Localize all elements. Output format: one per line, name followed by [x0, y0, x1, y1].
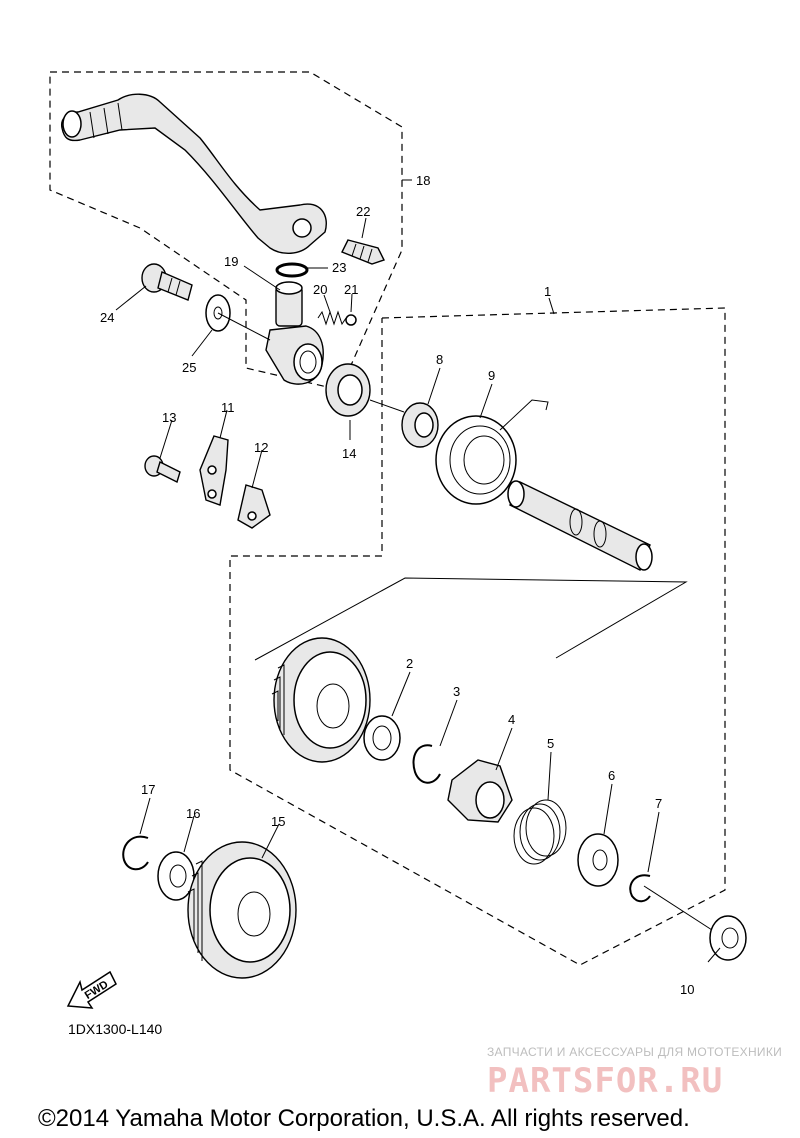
circlip-7: [629, 874, 651, 903]
callout-labels: 1 2 3 4 5 6 7 8 9 10 11 12 13 14 15 16 1…: [100, 173, 694, 997]
ball-21: [345, 314, 357, 326]
boundary-kick-crank-assembly: [49, 71, 403, 391]
watermark-brand: PARTSFOR.RU: [487, 1061, 723, 1101]
callout-14: 14: [342, 446, 356, 461]
kick-gear: [271, 637, 371, 763]
kick-axle-1: [507, 480, 653, 571]
callout-11: 11: [221, 400, 235, 415]
callout-21: 21: [344, 282, 358, 297]
callout-20: 20: [313, 282, 327, 297]
callout-16: 16: [186, 806, 200, 821]
copyright-notice: ©2014 Yamaha Motor Corporation, U.S.A. A…: [38, 1105, 690, 1132]
stopper-11: [199, 435, 229, 506]
boundary-ratchet-plane: [254, 577, 688, 661]
leader-lines: [115, 179, 721, 963]
oil-seal-14: [325, 363, 371, 417]
callout-23: 23: [332, 260, 346, 275]
ratchet-4: [447, 759, 513, 823]
callout-19: 19: [224, 254, 238, 269]
watermark: ЗАПЧАСТИ И АКСЕССУАРЫ ДЛЯ МОТОТЕХНИКИ PA…: [487, 1045, 782, 1101]
fwd-arrow: FWD: [66, 970, 117, 1009]
callout-15: 15: [271, 814, 285, 829]
callout-17: 17: [141, 782, 155, 797]
callout-24: 24: [100, 310, 114, 325]
bolt-24: [141, 263, 193, 301]
circlip-17: [122, 835, 149, 871]
spring-guide-8: [401, 402, 439, 448]
callout-10: 10: [680, 982, 694, 997]
kick-boss-19: [265, 281, 324, 385]
callout-8: 8: [436, 352, 443, 367]
washer-2: [363, 715, 401, 761]
callout-2: 2: [406, 656, 413, 671]
washer-16: [157, 851, 195, 901]
washer-6: [577, 833, 619, 887]
kick-crank: [61, 93, 327, 254]
callout-18: 18: [416, 173, 430, 188]
o-ring-23: [275, 262, 309, 278]
callout-9: 9: [488, 368, 495, 383]
spring-20: [317, 310, 347, 326]
callout-5: 5: [547, 736, 554, 751]
callout-12: 12: [254, 440, 268, 455]
bolt-22: [341, 239, 385, 265]
assembly-boundaries: [49, 71, 726, 966]
diagram-code: 1DX1300-L140: [68, 1021, 162, 1037]
callout-7: 7: [655, 796, 662, 811]
plate-12: [237, 484, 271, 529]
callout-13: 13: [162, 410, 176, 425]
assembly-axes: [217, 312, 713, 931]
circlip-3: [412, 744, 441, 784]
watermark-tagline: ЗАПЧАСТИ И АКСЕССУАРЫ ДЛЯ МОТОТЕХНИКИ: [487, 1045, 782, 1059]
spring-5: [513, 799, 567, 865]
callout-22: 22: [356, 204, 370, 219]
callout-6: 6: [608, 768, 615, 783]
callout-3: 3: [453, 684, 460, 699]
callout-4: 4: [508, 712, 515, 727]
torsion-spring-9: [435, 399, 549, 505]
bolt-13: [144, 455, 181, 483]
callout-25: 25: [182, 360, 196, 375]
idle-gear-15: [187, 841, 297, 979]
callout-1: 1: [544, 284, 551, 299]
boundary-kick-axle-assembly: [229, 307, 726, 966]
